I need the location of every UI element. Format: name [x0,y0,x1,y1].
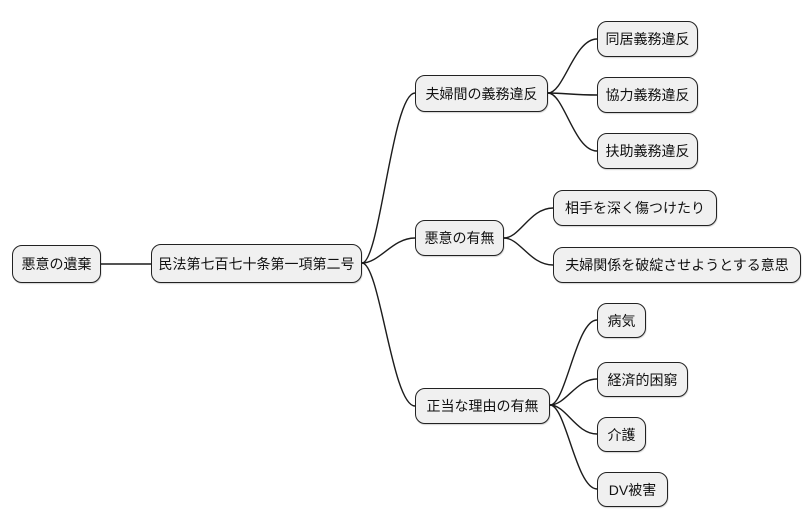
node-dv-victim[interactable]: DV被害 [597,472,668,507]
link-branch0-child0 [547,38,598,94]
node-support-duty[interactable]: 扶助義務違反 [597,133,698,169]
node-economic-hardship[interactable]: 経済的困窮 [597,362,688,397]
link-branch1-child0 [503,207,554,239]
node-cohabitation-duty[interactable]: 同居義務違反 [597,21,698,57]
link-branch1-child1 [503,237,554,266]
link-center-branch1 [361,237,416,264]
node-center-law[interactable]: 民法第七百七十条第一項第二号 [151,244,362,283]
node-branch-malice[interactable]: 悪意の有無 [415,220,504,256]
node-nursing-care[interactable]: 介護 [597,417,646,452]
node-branch-duty-violation[interactable]: 夫婦間の義務違反 [415,75,548,112]
link-branch0-child2 [547,92,598,152]
link-branch2-child0 [549,319,598,406]
link-branch2-child2 [549,404,598,435]
node-intent-to-break-marriage[interactable]: 夫婦関係を破綻させようとする意思 [553,247,801,283]
link-branch2-child3 [549,404,598,490]
link-branch2-child1 [549,378,598,406]
link-center-branch2 [361,262,416,407]
node-hurting-partner[interactable]: 相手を深く傷つけたり [553,190,717,226]
link-branch0-child1 [547,92,598,96]
node-branch-legitimate-reason[interactable]: 正当な理由の有無 [415,388,550,424]
node-root[interactable]: 悪意の遺棄 [12,245,101,283]
node-cooperation-duty[interactable]: 協力義務違反 [597,77,698,113]
node-illness[interactable]: 病気 [597,303,646,338]
link-center-branch0 [361,92,416,264]
